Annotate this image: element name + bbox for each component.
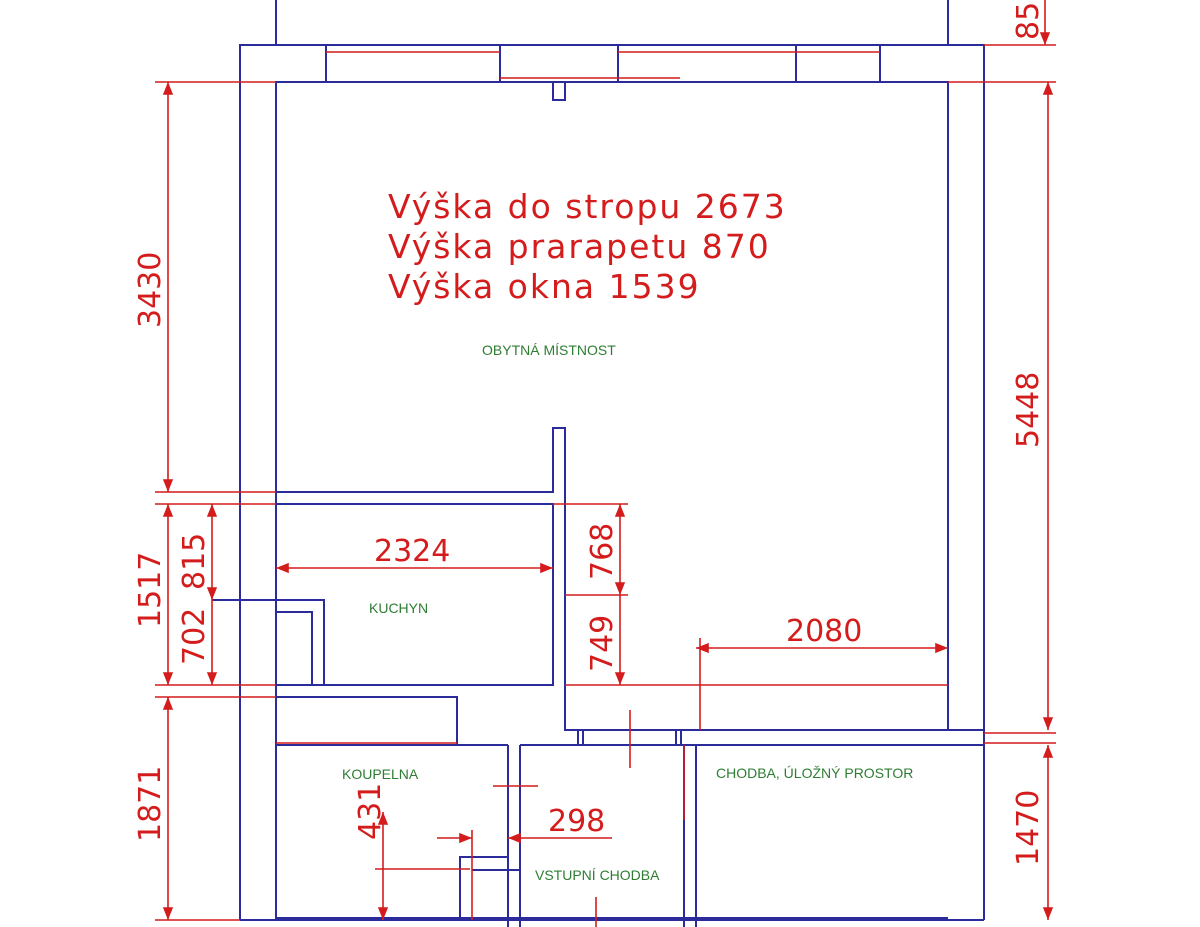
dim-living-height: 3430 [133,252,168,328]
dim-top-right: 85 [1011,2,1046,40]
dimension-labels: 85 5448 1470 3430 1517 1871 815 702 2324… [133,2,1046,866]
dim-right-lower: 1470 [1011,790,1046,866]
room-label-living: OBYTNÁ MÍSTNOST [482,342,616,358]
dim-partition-upper: 768 [585,523,620,580]
dim-kitchen-height: 1517 [133,552,168,628]
note-parapet-height: Výška prarapetu 870 [388,227,771,266]
notes: Výška do stropu 2673 Výška prarapetu 870… [388,187,787,306]
dimension-lines [155,0,1056,927]
dim-kitchen-width: 2324 [374,534,450,569]
walls [212,0,985,927]
dim-partition-lower: 749 [585,615,620,672]
dim-right-total: 5448 [1011,372,1046,448]
note-window-height: Výška okna 1539 [388,267,701,306]
room-label-entrance-hall: VSTUPNÍ CHODBA [535,867,660,883]
note-ceiling-height: Výška do stropu 2673 [388,187,787,226]
room-label-hall-storage: CHODBA, ÚLOŽNÝ PROSTOR [716,765,913,781]
room-labels: OBYTNÁ MÍSTNOST KUCHYN KOUPELNA CHODBA, … [342,342,913,883]
dim-kitchen-lower: 702 [177,608,212,665]
dim-bath: 431 [353,783,388,840]
room-label-kitchen: KUCHYN [369,600,428,616]
dim-kitchen-upper: 815 [177,533,212,590]
room-label-bathroom: KOUPELNA [342,766,419,782]
dim-door: 298 [548,804,605,839]
dim-hall-width: 2080 [786,614,862,649]
dim-lower-left: 1871 [133,766,168,842]
